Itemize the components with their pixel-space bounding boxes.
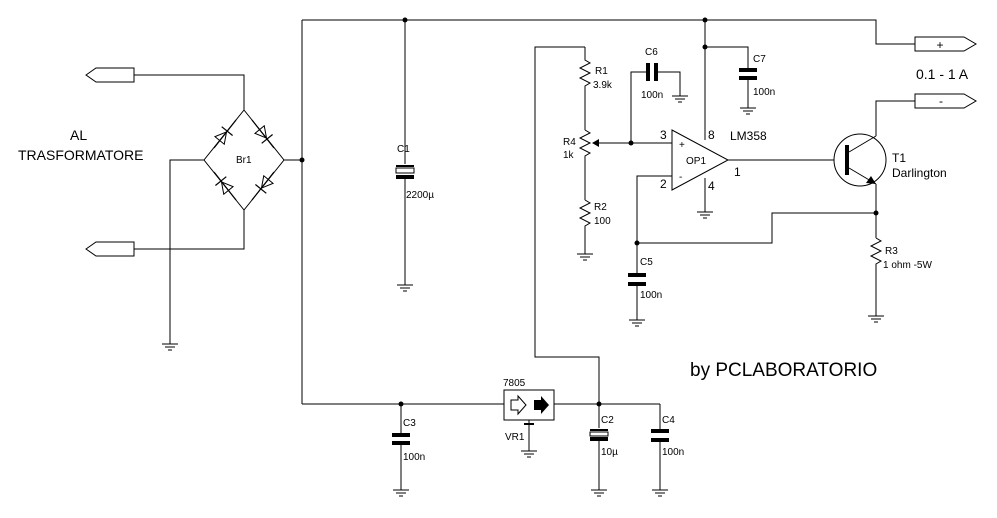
r2-value: 100 <box>594 216 611 227</box>
credit-label: by PCLABORATORIO <box>690 360 877 381</box>
r1-value: 3.9k <box>593 80 613 91</box>
c5-value: 100n <box>640 290 662 301</box>
r4-value: 1k <box>563 150 575 161</box>
bridge-rectifier-br1 <box>203 109 285 211</box>
capacitor-c6 <box>630 63 688 143</box>
regulator-vr1 <box>503 389 555 458</box>
c6-value: 100n <box>641 90 663 101</box>
capacitor-c5 <box>628 243 646 327</box>
br1-ref: Br1 <box>236 155 252 166</box>
input-connector-top <box>85 67 245 110</box>
output-range-label: 0.1 - 1 A <box>916 66 969 82</box>
vr1-part: 7805 <box>503 378 526 389</box>
r3-ref: R3 <box>885 246 898 257</box>
potentiometer-r4 <box>578 129 631 200</box>
c7-value: 100n <box>753 87 775 98</box>
c3-value: 100n <box>403 452 425 463</box>
output-plus-label: + <box>936 38 943 52</box>
input-label-line2: TRASFORMATORE <box>18 147 144 163</box>
opamp-pin1: 1 <box>734 165 741 179</box>
resistor-r2 <box>577 199 593 261</box>
opamp-pin2: 2 <box>660 177 667 191</box>
c4-value: 100n <box>662 447 684 458</box>
input-connector-bottom <box>85 210 245 257</box>
opamp-minus-sign: - <box>679 172 682 183</box>
r4-ref: R4 <box>563 137 576 148</box>
opamp-pin8: 8 <box>708 128 715 142</box>
c1-ref: C1 <box>397 144 410 155</box>
output-minus-label: - <box>939 94 943 108</box>
c3-ref: C3 <box>403 418 416 429</box>
opamp-plus-sign: + <box>679 140 685 151</box>
r2-ref: R2 <box>594 202 607 213</box>
r1-ref: R1 <box>595 66 608 77</box>
opamp-ref: OP1 <box>686 156 706 167</box>
resistor-r1 <box>578 47 592 130</box>
r3-value: 1 ohm -5W <box>883 260 932 271</box>
ground-symbol <box>162 343 178 351</box>
capacitor-c4 <box>651 404 669 497</box>
transistor-t1 <box>833 133 887 238</box>
opamp-op1 <box>631 129 834 243</box>
t1-ref: T1 <box>892 151 906 165</box>
opamp-pin3: 3 <box>660 128 667 142</box>
c6-ref: C6 <box>645 47 658 58</box>
t1-type: Darlington <box>892 166 947 180</box>
capacitor-c7 <box>705 46 757 115</box>
vr1-ref: VR1 <box>505 432 525 443</box>
opamp-part-label: LM358 <box>730 129 767 143</box>
c2-value: 10µ <box>601 447 618 458</box>
c4-ref: C4 <box>662 415 675 426</box>
capacitor-c3 <box>392 404 410 497</box>
c1-value: 2200µ <box>406 190 434 201</box>
resistor-r3 <box>868 237 884 323</box>
output-plus-connector: + <box>914 36 977 52</box>
capacitor-c1 <box>395 20 415 292</box>
input-label-line1: AL <box>70 127 87 143</box>
c2-ref: C2 <box>601 415 614 426</box>
capacitor-c2 <box>589 404 609 497</box>
c5-ref: C5 <box>640 257 653 268</box>
c7-ref: C7 <box>753 54 766 65</box>
output-minus-connector: - <box>914 93 977 109</box>
opamp-pin4: 4 <box>708 179 715 193</box>
